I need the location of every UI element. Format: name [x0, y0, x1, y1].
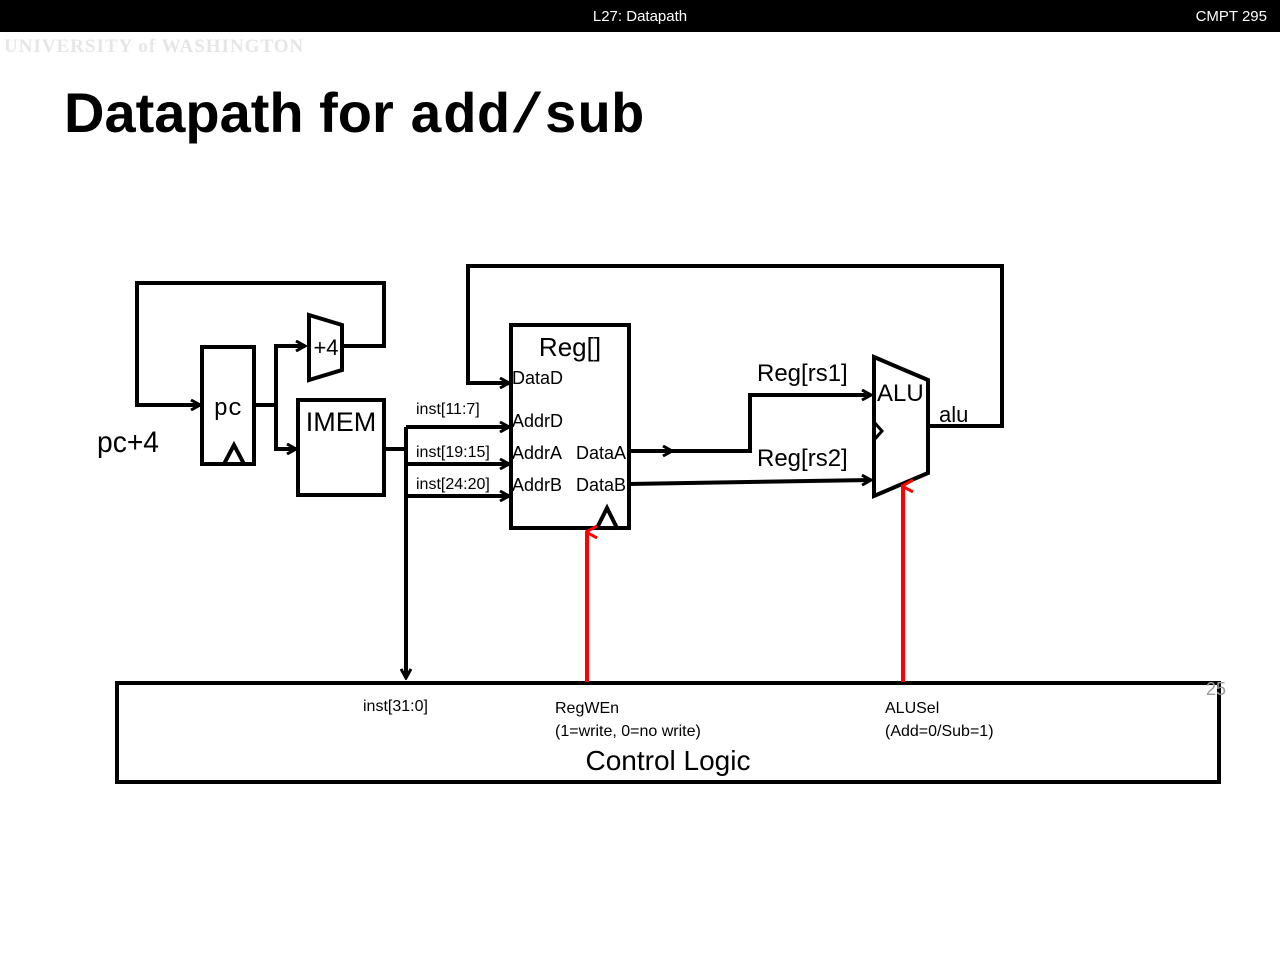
alusel-desc: (Add=0/Sub=1)	[885, 723, 994, 740]
inst-label: inst[31:0]	[363, 698, 428, 715]
lecture-title: L27: Datapath	[592, 8, 688, 25]
reg-rs1-label: Reg[rs1]	[757, 360, 848, 387]
regfile-clock-icon	[595, 503, 619, 529]
regfile-title: Reg[]	[539, 332, 601, 362]
addra-port: AddrA	[512, 443, 562, 463]
slide-title: Datapath for add/sub	[64, 80, 645, 149]
regwen-desc: (1=write, 0=no write)	[555, 723, 701, 740]
datab-port: DataB	[576, 475, 626, 495]
title-text: Datapath for	[64, 81, 410, 144]
control-logic-box	[115, 681, 1221, 784]
imem-label: IMEM	[306, 407, 377, 437]
university-watermark: UNIVERSITY of WASHINGTON	[4, 36, 305, 57]
rs2-wire	[628, 480, 871, 484]
slide-header: L27: Datapath CMPT 295	[0, 0, 1280, 32]
rs1-wire	[672, 395, 871, 453]
writeback-wire	[466, 264, 1004, 428]
regwen-label: RegWEn	[555, 700, 619, 717]
alu-label: ALU	[877, 380, 924, 407]
datad-port: DataD	[512, 368, 563, 388]
rs2-field-label: inst[24:20]	[416, 476, 490, 493]
addrd-port: AddrD	[512, 411, 563, 431]
course-name: CMPT 295	[1195, 8, 1267, 25]
reg-rs2-label: Reg[rs2]	[757, 445, 848, 472]
addrb-port: AddrB	[512, 475, 562, 495]
alu-block	[872, 353, 930, 500]
control-logic-title: Control Logic	[586, 745, 751, 776]
alu-out-label: alu	[939, 402, 968, 427]
alusel-label: ALUSel	[885, 700, 939, 717]
pc-plus4-label: pc+4	[97, 426, 159, 459]
slide-number: 25	[1206, 679, 1226, 699]
imem-block	[296, 398, 386, 497]
adder-label: +4	[313, 335, 338, 360]
dataa-port: DataA	[576, 443, 626, 463]
title-code: add/sub	[409, 85, 645, 149]
pc-clock-icon	[222, 440, 246, 465]
pc-feedback-wire	[135, 281, 386, 405]
register-file	[509, 323, 631, 530]
pc-label: pc	[214, 396, 243, 423]
adder-plus4	[307, 312, 344, 383]
rs1-field-label: inst[19:15]	[416, 444, 490, 461]
rd-label: inst[11:7]	[416, 401, 480, 418]
